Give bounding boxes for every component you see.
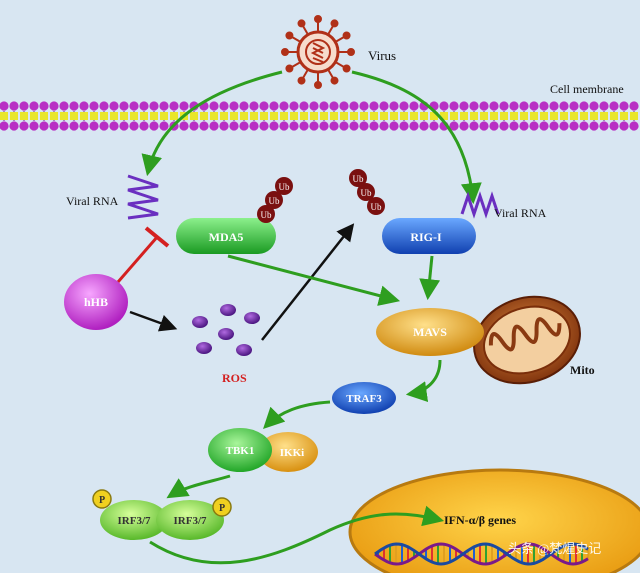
traf3-protein	[332, 382, 396, 414]
ros-cluster	[192, 304, 260, 356]
mda5-protein	[176, 218, 276, 254]
mavs-label: MAVS	[413, 325, 447, 339]
mavs-protein	[376, 308, 484, 356]
viral-rna-icon	[127, 174, 159, 220]
hhb-inhibits-viral-rna	[116, 235, 160, 283]
tbk1-protein	[208, 428, 272, 472]
phospho-icon	[212, 497, 232, 517]
traf3-to-tbk1-arrow	[263, 400, 331, 429]
virus-label: Virus	[368, 48, 396, 63]
rigi-label: RIG-I	[410, 230, 442, 244]
ikki-label: IKKi	[280, 447, 304, 459]
ub-label: Ub	[361, 188, 372, 198]
ifn-genes-label: IFN-α/β genes	[444, 513, 516, 527]
ubiquitin-icon	[265, 191, 283, 209]
ubiquitin-icon	[357, 183, 375, 201]
irf37-label-a: IRF3/7	[118, 515, 152, 527]
ikki-protein	[258, 432, 318, 472]
tbk1-to-irf-arrow	[166, 474, 231, 499]
tbk1-label: TBK1	[226, 445, 255, 457]
ubiquitin-icon	[367, 197, 385, 215]
nucleus	[348, 468, 640, 573]
rigi-ubiquitin-chain: Ub Ub Ub	[349, 169, 385, 215]
viral-rna-icon	[460, 191, 500, 219]
hhb-label: hHB	[84, 295, 108, 309]
phospho-icon	[92, 489, 112, 509]
hhb-to-ros-arrow	[129, 310, 178, 332]
phospho-label-b: P	[219, 503, 225, 514]
mda5-to-mavs-arrow	[227, 254, 401, 306]
ros-to-rigi-arrow	[261, 223, 355, 341]
ubiquitin-icon	[349, 169, 367, 187]
irf37-protein-a	[100, 500, 168, 540]
ub-label: Ub	[261, 210, 272, 220]
cell-membrane	[0, 101, 639, 131]
mito-label: Mito	[570, 363, 595, 377]
viral-rna-left-label: Viral RNA	[66, 194, 119, 208]
irf37-protein-b	[156, 500, 224, 540]
ub-label: Ub	[353, 174, 364, 184]
watermark-text: 头条 @梵煋史记	[508, 541, 601, 556]
inhibition-bar	[144, 226, 170, 248]
rigi-to-mavs-arrow	[419, 255, 441, 301]
traf3-label: TRAF3	[346, 393, 382, 405]
phospho-label-a: P	[99, 495, 105, 506]
ubiquitin-icon	[275, 177, 293, 195]
mda5-ubiquitin-chain: Ub Ub Ub	[257, 177, 293, 223]
ub-label: Ub	[371, 202, 382, 212]
hhb-protein	[64, 274, 128, 330]
virus-to-rigi-arrow	[351, 70, 482, 205]
ubiquitin-icon	[257, 205, 275, 223]
cell-membrane-label: Cell membrane	[550, 82, 624, 96]
irf37-label-b: IRF3/7	[174, 515, 208, 527]
mitochondrion-icon	[473, 295, 581, 385]
irf-to-ifn-genes-arrow	[149, 505, 445, 565]
rigi-protein	[382, 218, 476, 254]
virus-to-viral-rna-arrow	[141, 70, 283, 177]
ub-label: Ub	[269, 196, 280, 206]
ub-label: Ub	[279, 182, 290, 192]
virus-icon	[281, 15, 355, 89]
viral-rna-right-label: Viral RNA	[494, 206, 547, 220]
dna-helix-icon	[374, 542, 589, 566]
mavs-to-traf3-arrow	[405, 359, 442, 403]
mda5-label: MDA5	[209, 230, 244, 244]
ros-label: ROS	[222, 371, 247, 385]
